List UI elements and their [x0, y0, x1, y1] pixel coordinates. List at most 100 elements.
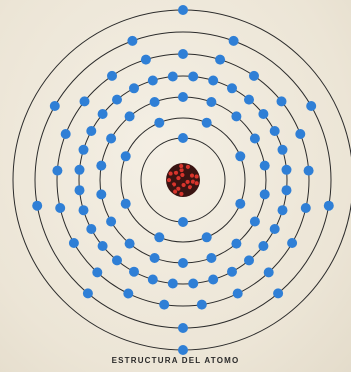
electron	[249, 71, 259, 81]
electron	[121, 199, 131, 209]
electron	[154, 232, 164, 242]
electron	[129, 83, 139, 93]
electron	[188, 279, 198, 289]
electron	[80, 96, 90, 106]
electron	[295, 129, 305, 139]
electron	[231, 239, 241, 249]
electron	[244, 95, 254, 105]
electron	[168, 72, 178, 82]
electron	[107, 71, 117, 81]
electron	[273, 288, 283, 298]
electron	[127, 36, 137, 46]
nucleon	[194, 181, 199, 186]
electron	[260, 161, 270, 171]
electron	[208, 76, 218, 86]
electron	[150, 253, 160, 263]
electron	[324, 201, 334, 211]
electron	[206, 253, 216, 263]
electron	[277, 96, 287, 106]
electron	[306, 101, 316, 111]
electron	[208, 275, 218, 285]
electron	[86, 126, 96, 136]
electron	[96, 161, 106, 171]
electron	[278, 145, 288, 155]
electron	[129, 267, 139, 277]
electron	[278, 205, 288, 215]
nucleon	[167, 178, 172, 183]
electron	[202, 232, 212, 242]
electron	[96, 189, 106, 199]
electron	[75, 165, 85, 175]
nucleon	[185, 180, 190, 185]
electron	[98, 109, 108, 119]
nucleon	[176, 176, 181, 181]
electron	[178, 217, 188, 227]
electron	[159, 300, 169, 310]
electron	[154, 118, 164, 128]
electron	[258, 109, 268, 119]
electron	[178, 133, 188, 143]
electron	[50, 101, 60, 111]
electron	[168, 279, 178, 289]
electron	[178, 92, 188, 102]
nucleon	[173, 189, 178, 194]
electron	[258, 241, 268, 251]
electron	[79, 205, 89, 215]
electron	[215, 55, 225, 65]
electron	[86, 224, 96, 234]
electron	[83, 288, 93, 298]
electron	[61, 129, 71, 139]
nucleon	[168, 171, 173, 176]
electron	[250, 134, 260, 144]
electron	[301, 203, 311, 213]
electron	[55, 203, 65, 213]
nucleon	[182, 188, 187, 193]
electron	[125, 111, 135, 121]
electron	[188, 72, 198, 82]
electron	[106, 217, 116, 227]
nucleon	[181, 183, 186, 188]
electron	[227, 83, 237, 93]
electron	[250, 217, 260, 227]
electron	[229, 36, 239, 46]
nucleon	[186, 165, 191, 170]
electron	[123, 289, 133, 299]
nucleon	[180, 173, 185, 178]
electron	[92, 267, 102, 277]
electron	[270, 126, 280, 136]
electron	[148, 76, 158, 86]
electron	[178, 49, 188, 59]
nucleon	[191, 168, 196, 173]
electron	[178, 345, 188, 355]
electron	[233, 289, 243, 299]
nucleon	[185, 169, 190, 174]
nucleon	[186, 191, 191, 196]
electron	[69, 238, 79, 248]
nucleon	[173, 166, 178, 171]
nucleon	[190, 173, 195, 178]
electron	[235, 151, 245, 161]
nucleus	[166, 163, 200, 197]
electron	[178, 323, 188, 333]
electron	[227, 267, 237, 277]
electron	[150, 97, 160, 107]
nucleon	[185, 175, 190, 180]
electron	[235, 199, 245, 209]
electron	[121, 151, 131, 161]
electron	[264, 267, 274, 277]
electron	[106, 134, 116, 144]
electron	[202, 118, 212, 128]
electron	[148, 275, 158, 285]
electron	[282, 185, 292, 195]
electron	[178, 5, 188, 15]
electron	[178, 258, 188, 268]
electron	[270, 224, 280, 234]
nucleon	[194, 174, 199, 179]
electron	[304, 166, 314, 176]
nucleon	[191, 187, 196, 192]
electron	[260, 189, 270, 199]
electron	[197, 300, 207, 310]
electron	[98, 241, 108, 251]
